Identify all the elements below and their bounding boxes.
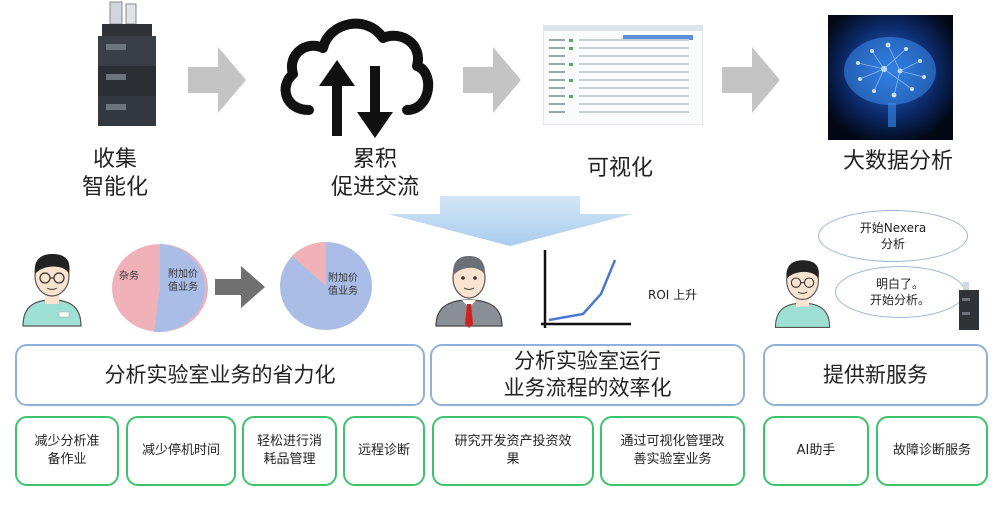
speech-bubble-1-text: 开始Nexera 分析 [859,221,927,251]
down-arrow [388,196,632,246]
item-reduce-downtime: 减少停机时间 [126,416,236,486]
item-remote-diagnosis-text: 远程诊断 [357,443,410,458]
small-instrument-icon [959,282,979,330]
person-avatar-2 [768,252,838,332]
roi-label: ROI 上升 [648,288,698,302]
item-rd-investment-text: 研究开发资产投资效 果 [454,434,572,467]
stage-label-visualize: 可视化 [586,156,653,181]
speech-bubble-2: 明白了。 开始分析。 [835,266,965,318]
item-reduce-downtime-text: 减少停机时间 [141,443,220,458]
title-efficiency: 分析实验室运行 业务流程的效率化 [503,349,672,400]
item-visual-management: 通过可视化管理改 善实验室业务 [600,416,745,486]
stage-label-bigdata: 大数据分析 [842,149,953,174]
pie1-label-value-added: 附加价 值业务 [168,269,198,293]
item-visual-management-text: 通过可视化管理改 善实验室业务 [620,434,725,467]
flow-arrow-2 [463,47,521,113]
item-ai-assistant: AI助手 [763,416,869,486]
item-fault-diagnosis: 故障诊断服务 [876,416,988,486]
item-reduce-prep: 减少分析准 备作业 [15,416,119,486]
item-fault-diagnosis-text: 故障诊断服务 [892,443,971,458]
pie-arrow [215,266,265,308]
title-box-labor-saving: 分析实验室业务的省力化 [15,344,425,406]
title-labor-saving: 分析实验室业务的省力化 [104,362,336,387]
dashboard-icon [542,24,704,126]
pie1-label-chores: 杂务 [119,271,139,282]
speech-bubble-2-text: 明白了。 开始分析。 [869,277,930,307]
instrument-icon [80,0,170,130]
item-consumables: 轻松进行消 耗品管理 [242,416,337,486]
title-box-efficiency: 分析实验室运行 业务流程的效率化 [430,344,745,406]
stage-label-collect: 收集 智能化 [81,147,148,200]
flow-arrow-3 [722,47,780,113]
item-consumables-text: 轻松进行消 耗品管理 [256,434,322,467]
businessman-avatar [432,248,507,328]
stage-label-accumulate: 累积 促进交流 [330,147,419,200]
title-box-new-service: 提供新服务 [763,344,988,406]
item-remote-diagnosis: 远程诊断 [343,416,425,486]
cloud-sync-icon [275,8,435,143]
speech-bubble-1: 开始Nexera 分析 [818,210,968,262]
pie-chart-before [112,244,208,333]
item-ai-assistant-text: AI助手 [796,443,836,458]
pie-chart-after [280,241,372,330]
item-rd-investment: 研究开发资产投资效 果 [432,416,594,486]
pie2-label-value-added: 附加价 值业务 [328,273,358,297]
flow-arrow-1 [188,47,246,113]
person-avatar-1 [15,248,90,328]
brain-icon [828,15,953,140]
roi-chart [541,250,631,328]
item-reduce-prep-text: 减少分析准 备作业 [34,434,100,467]
title-new-service: 提供新服务 [823,362,928,387]
